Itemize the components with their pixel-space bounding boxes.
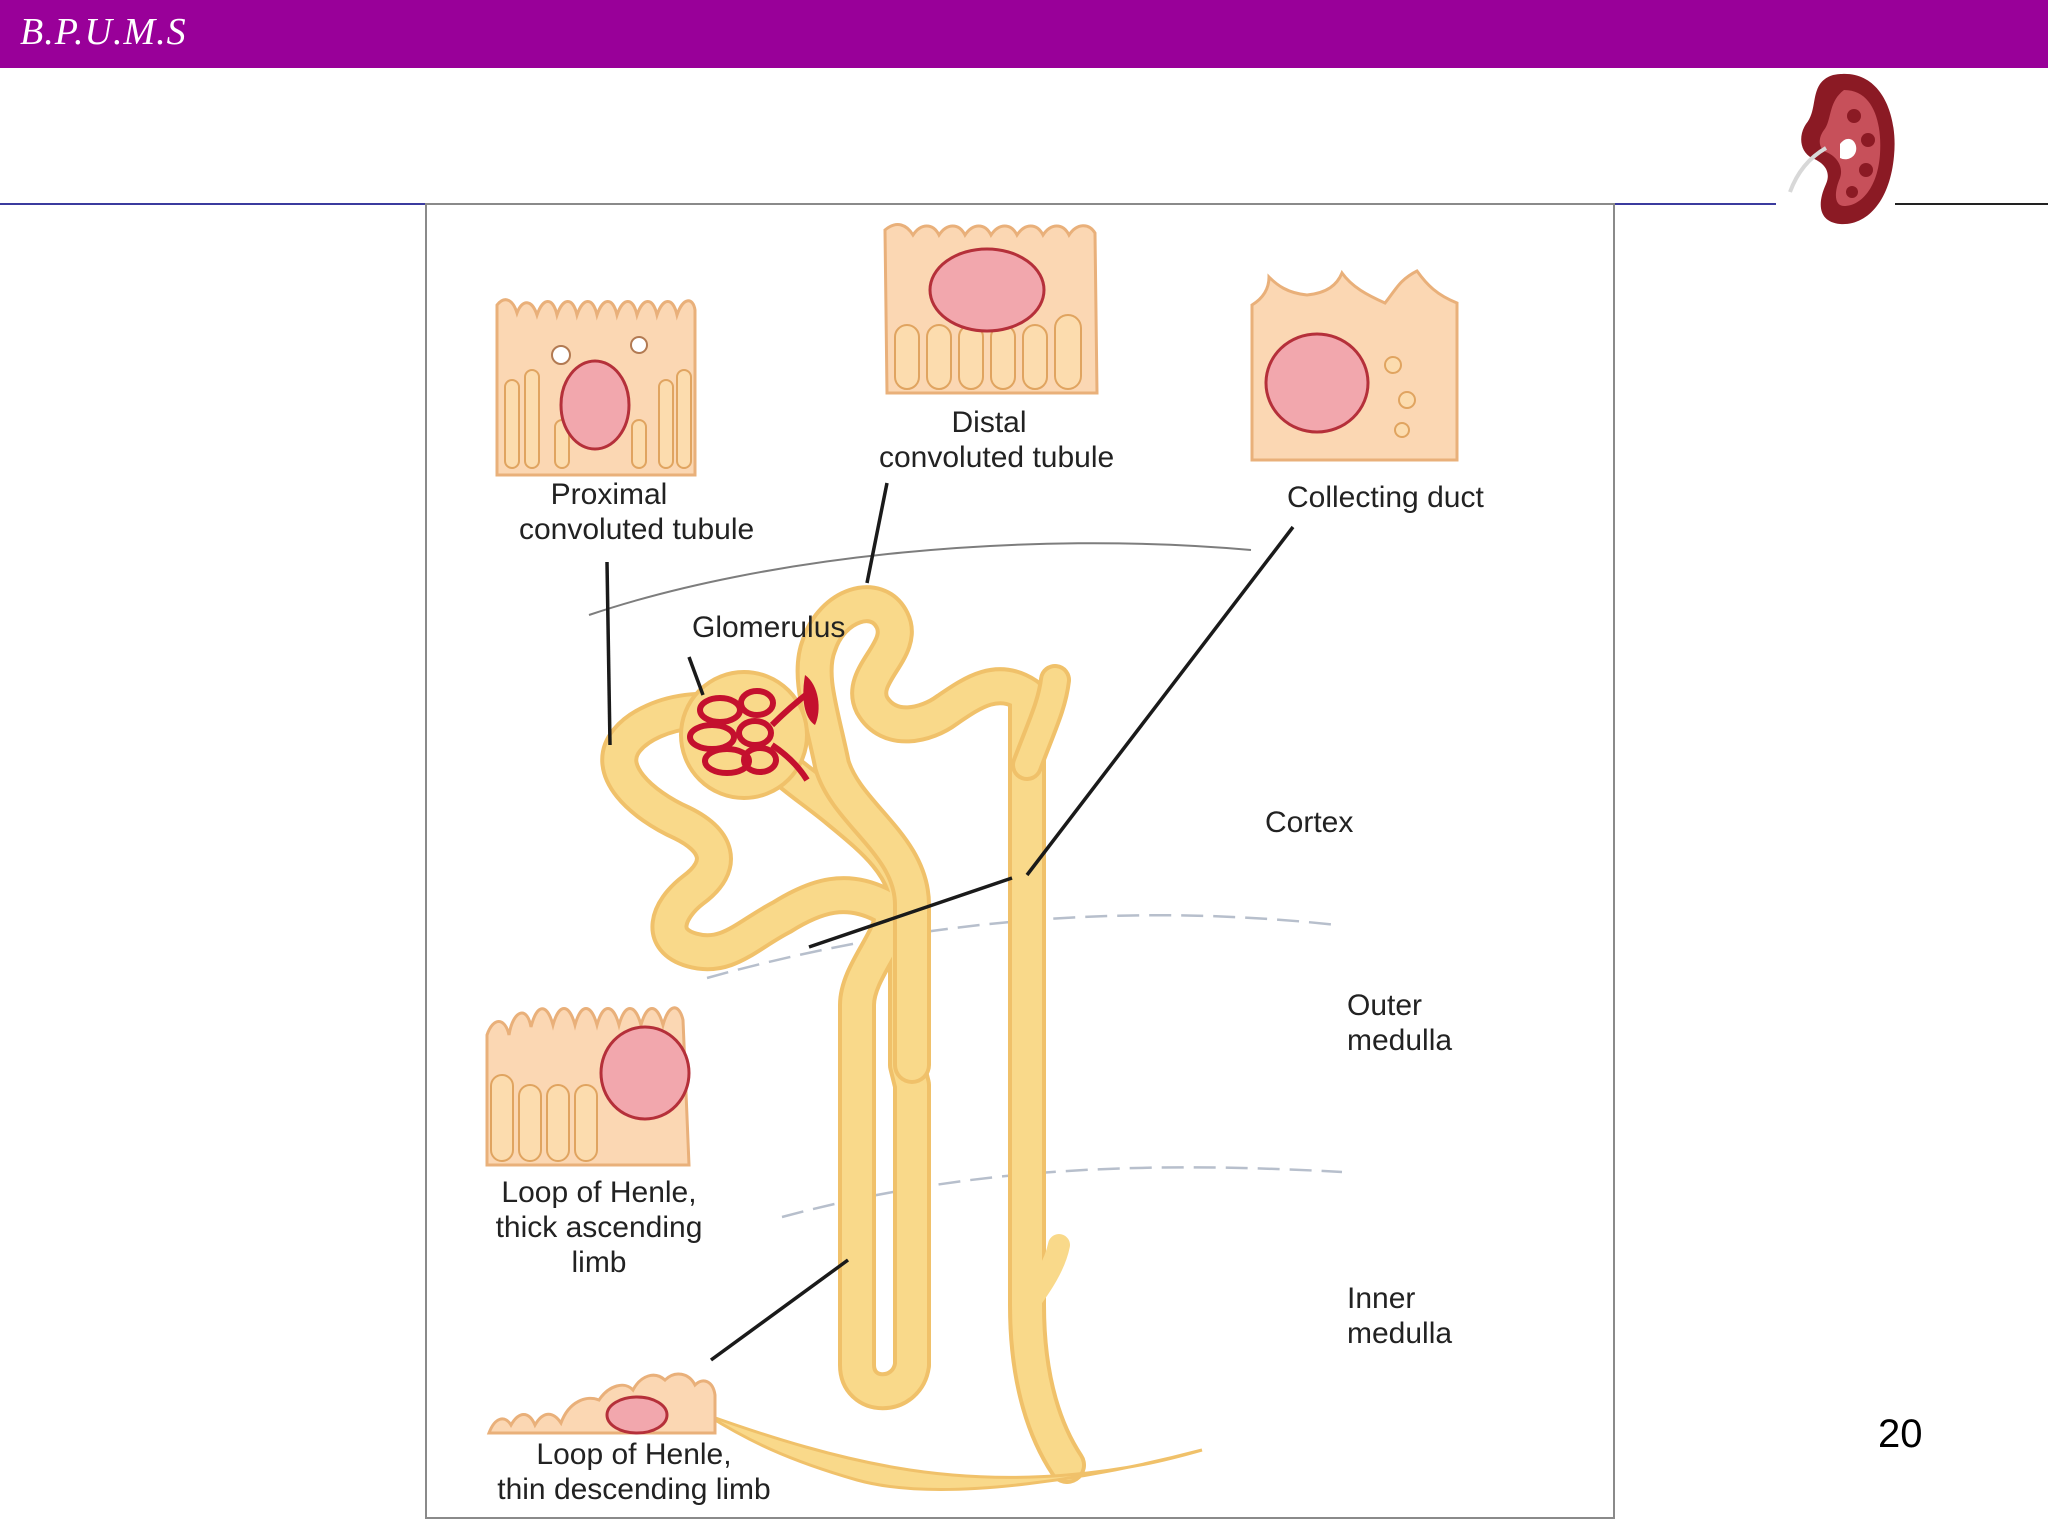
divider-line (1895, 203, 2048, 205)
nephron-diagram (485, 223, 1459, 1491)
brand-title: B.P.U.M.S (20, 11, 187, 53)
thin-descending-label: Loop of Henle, thin descending limb (469, 1437, 799, 1507)
inner-medulla-label: Inner medulla (1347, 1281, 1452, 1351)
outer-medulla-line1: Outer (1347, 989, 1423, 1022)
thick-ascending-label: Loop of Henle, thick ascending limb (489, 1175, 709, 1280)
glomerulus-icon (687, 687, 814, 782)
outer-medulla-line2: medulla (1347, 1024, 1453, 1057)
slide-number: 20 (1878, 1412, 1923, 1456)
thick-ascending-limb-cell (485, 1006, 691, 1167)
pct-label: Proximal convoluted tubule (519, 477, 755, 547)
distal-tubule-cell (883, 223, 1099, 395)
pct-label-line2: convoluted tubule (519, 513, 755, 546)
kidney-icon (1788, 73, 1895, 225)
dct-label: Distal convoluted tubule (879, 405, 1115, 475)
nephron-figure: Proximal convoluted tubule Distal convol… (425, 203, 1615, 1519)
proximal-tubule-cell (495, 298, 697, 477)
collecting-duct-label: Collecting duct (1287, 481, 1484, 514)
dct-label-line1: Distal (951, 406, 1027, 439)
outer-medulla-label: Outer medulla (1347, 988, 1452, 1058)
glomerulus-label: Glomerulus (692, 611, 846, 644)
divider-line (1614, 203, 1776, 205)
cortex-label: Cortex (1265, 806, 1354, 839)
thin-descending-line2: thin descending limb (497, 1473, 771, 1506)
collecting-duct-cell (1250, 269, 1459, 462)
thin-descending-limb-cell (486, 1372, 717, 1435)
divider-line (0, 203, 428, 205)
header-bar: B.P.U.M.S (0, 0, 2048, 68)
inner-medulla-line2: medulla (1347, 1317, 1453, 1350)
thick-ascending-line2: thick ascending (495, 1211, 703, 1244)
inner-medulla-line1: Inner (1347, 1282, 1416, 1315)
thick-ascending-line1: Loop of Henle, (501, 1176, 697, 1209)
dct-label-line2: convoluted tubule (879, 441, 1115, 474)
thick-ascending-line3: limb (571, 1246, 627, 1279)
pct-label-line1: Proximal (550, 478, 668, 511)
thin-descending-line1: Loop of Henle, (536, 1438, 732, 1471)
